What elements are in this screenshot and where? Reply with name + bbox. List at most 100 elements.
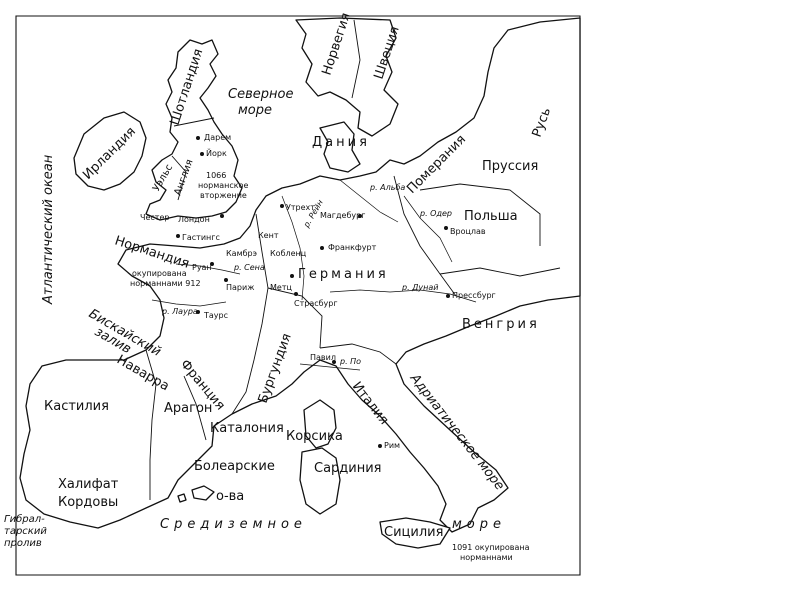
france-border (231, 213, 269, 415)
seine-river (175, 263, 241, 275)
region-label-balearic-2: о-ва (216, 489, 244, 504)
region-label-germany: Германия (298, 267, 389, 282)
city-label-tours: Таурс (203, 311, 228, 320)
spain-border (145, 349, 157, 500)
note-sicily-2: норманнами (460, 553, 513, 562)
continent-coast (19, 17, 581, 533)
city-label-cambrai: Камбрэ (226, 249, 257, 258)
scandinavia-coast (295, 17, 399, 137)
balearic-coast-small (177, 493, 187, 503)
elbe-river (339, 179, 399, 223)
region-label-denmark: Дания (312, 135, 370, 150)
city-dot-magdeburg (358, 214, 362, 218)
jutland-coast (319, 121, 361, 173)
region-label-corsica: Корсика (286, 429, 343, 444)
city-dot-utrecht (280, 204, 284, 208)
city-label-rome: Рим (384, 441, 400, 450)
italy-border (319, 343, 397, 365)
city-label-london: Лондон (178, 215, 210, 224)
city-dot-strasbourg (294, 292, 298, 296)
region-label-catalonia: Каталония (210, 421, 284, 436)
oder-river (403, 195, 453, 263)
sea-label-gibraltar-3: пролив (4, 538, 42, 549)
city-dot-rome (378, 444, 382, 448)
city-label-utrecht: Утрехт (286, 203, 315, 212)
city-label-durham: Дарем (204, 133, 231, 142)
danube-river (329, 289, 477, 303)
city-label-hastings: Гастингс (182, 233, 220, 242)
city-dot-london (220, 214, 224, 218)
hungary-border (439, 267, 561, 277)
po-river (299, 363, 361, 371)
city-label-wroclaw: Вроцлав (450, 227, 486, 236)
river-label-elbe: р. Альба (369, 183, 405, 192)
map-frame (15, 15, 581, 576)
region-label-hungary: Венгрия (462, 317, 540, 332)
sea-label-gibraltar-2: тарский (4, 526, 47, 537)
city-dot-rouen (210, 262, 214, 266)
balearic-coast (191, 485, 215, 501)
region-label-prussia: Пруссия (482, 159, 538, 174)
sea-label-north-1: Северное (228, 87, 293, 102)
note-invasion-3: вторжение (200, 191, 247, 200)
city-dot-durham (196, 136, 200, 140)
sea-label-north-2: море (238, 103, 272, 118)
river-label-oder: р. Одер (419, 209, 452, 218)
river-label-loire: р. Лаура (161, 307, 198, 316)
sea-label-mediterranean-1: Средиземное (160, 517, 307, 532)
scotland-border (173, 117, 215, 127)
burgundy-border (267, 287, 323, 349)
river-label-seine: р. Сена (233, 263, 265, 272)
sardinia-coast (299, 447, 341, 515)
note-sicily-1: 1091 окупирована (452, 543, 530, 552)
sea-label-mediterranean-2: море (452, 517, 506, 532)
city-dot-hastings (176, 234, 180, 238)
sea-label-atlantic: Атлантический океан (41, 154, 56, 305)
city-dot-pavia (332, 360, 336, 364)
region-label-castile: Кастилия (44, 399, 109, 414)
city-dot-paris (224, 278, 228, 282)
wales-border (171, 155, 187, 201)
britain-coast (145, 39, 243, 221)
city-dot-metz (290, 274, 294, 278)
germany-east-border (393, 175, 457, 297)
sicily-coast (379, 517, 451, 549)
city-label-magdeburg: Магдебург (320, 211, 365, 220)
city-label-pavia: Павил (310, 353, 336, 362)
city-dot-york (200, 152, 204, 156)
note-normandy-1: окупирована (132, 269, 187, 278)
river-label-po: р. По (339, 357, 361, 366)
city-dot-tours (196, 310, 200, 314)
norway-sweden-border (351, 19, 361, 99)
city-label-york: Йорк (206, 147, 227, 158)
region-label-aragon: Арагон (164, 401, 212, 416)
corsica-coast (303, 399, 337, 449)
city-label-pressburg: Прессбург (452, 291, 496, 300)
region-label-caliphate-1: Халифат (58, 477, 119, 492)
city-label-frankfurt: Франкфурт (328, 243, 377, 252)
aragon-border (183, 375, 207, 441)
region-label-caliphate-2: Кордовы (58, 495, 118, 510)
city-label-paris: Париж (226, 283, 254, 292)
region-label-sardinia: Сардиния (314, 461, 382, 476)
city-label-chester: Честер (140, 213, 169, 222)
city-label-kent: Кент (258, 231, 279, 240)
note-normandy-2: норманнами 912 (130, 279, 201, 288)
rhine-river (281, 195, 305, 301)
city-dot-frankfurt (320, 246, 324, 250)
note-invasion-1: 1066 (206, 171, 226, 180)
loire-river (151, 299, 227, 307)
city-label-metz: Метц (270, 283, 292, 292)
poland-border (419, 183, 541, 246)
city-label-koblenz: Кобленц (270, 249, 307, 258)
city-dot-pressburg (446, 294, 450, 298)
sea-label-gibraltar-1: Гибрал- (4, 513, 45, 525)
note-invasion-2: норманское (198, 181, 248, 190)
ireland-coast (73, 111, 147, 191)
region-label-poland: Польша (464, 209, 518, 224)
city-label-rouen: Руан (192, 263, 212, 272)
river-label-danube: р. Дунай (401, 283, 438, 292)
region-label-balearic-1: Болеарские (194, 459, 275, 474)
